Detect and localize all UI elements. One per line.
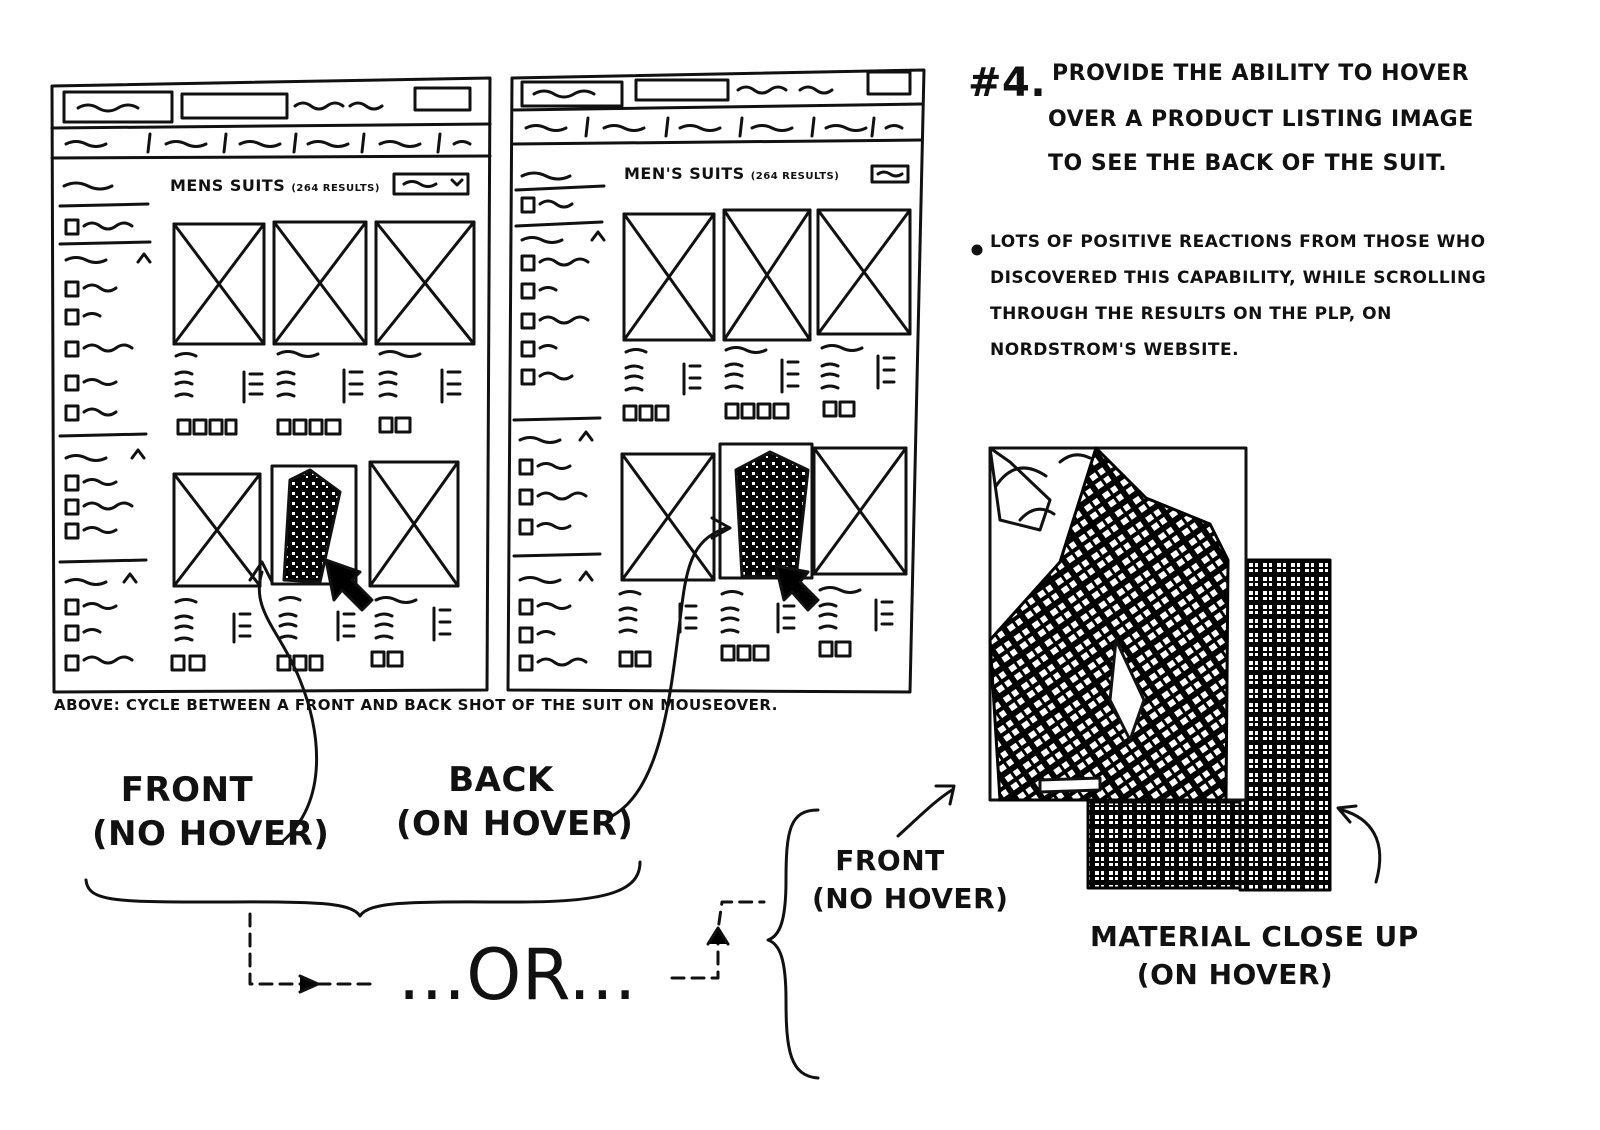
material-closeup-illustration xyxy=(988,446,1332,892)
bullet-line-1: LOTS OF POSITIVE REACTIONS FROM THOSE WH… xyxy=(990,232,1486,252)
label-front-no-hover-2: FRONT (NO HOVER) xyxy=(812,842,1009,918)
label-back-sub: (ON HOVER) xyxy=(396,804,634,844)
or-separator: ...OR... xyxy=(398,934,637,1016)
heading-number: #4. xyxy=(968,60,1047,106)
heading-line-2: OVER A PRODUCT LISTING IMAGE xyxy=(1048,107,1474,132)
bullet-dot xyxy=(971,244,983,256)
right-plp-count: (264 RESULTS) xyxy=(750,171,840,182)
annotation-arrows xyxy=(84,516,1382,1080)
label-front-1-sub: (NO HOVER) xyxy=(92,814,330,854)
label-front-2: FRONT xyxy=(835,844,945,877)
label-material-sub: (ON HOVER) xyxy=(1136,958,1334,991)
wireframe-right xyxy=(506,68,926,694)
heading-line-3: TO SEE THE BACK OF THE SUIT. xyxy=(1048,151,1448,176)
label-material-close-up: MATERIAL CLOSE UP (ON HOVER) xyxy=(1090,918,1419,994)
label-back: BACK xyxy=(448,760,554,800)
left-plp-count: (264 RESULTS) xyxy=(291,183,380,194)
bullet-line-3: THROUGH THE RESULTS ON THE PLP, ON xyxy=(990,304,1392,324)
right-plp-title-text: MEN'S SUITS xyxy=(624,164,745,183)
caption-above: ABOVE: CYCLE BETWEEN A FRONT AND BACK SH… xyxy=(54,696,778,714)
wireframe-left xyxy=(50,76,492,694)
label-material: MATERIAL CLOSE UP xyxy=(1090,920,1419,953)
label-front-no-hover: FRONT (NO HOVER) xyxy=(92,768,330,856)
right-plp-title: MEN'S SUITS (264 RESULTS) xyxy=(624,164,839,183)
left-plp-title-text: MENS SUITS xyxy=(170,176,286,195)
label-front-1: FRONT xyxy=(120,770,254,810)
bullet-line-4: NORDSTROM'S WEBSITE. xyxy=(990,340,1240,360)
label-back-on-hover: BACK (ON HOVER) xyxy=(396,758,634,846)
heading-line-1: PROVIDE THE ABILITY TO HOVER xyxy=(1052,61,1470,86)
bullet-line-2: DISCOVERED THIS CAPABILITY, WHILE SCROLL… xyxy=(990,268,1487,288)
left-plp-title: MENS SUITS (264 RESULTS) xyxy=(170,176,380,195)
label-front-2-sub: (NO HOVER) xyxy=(812,882,1009,915)
